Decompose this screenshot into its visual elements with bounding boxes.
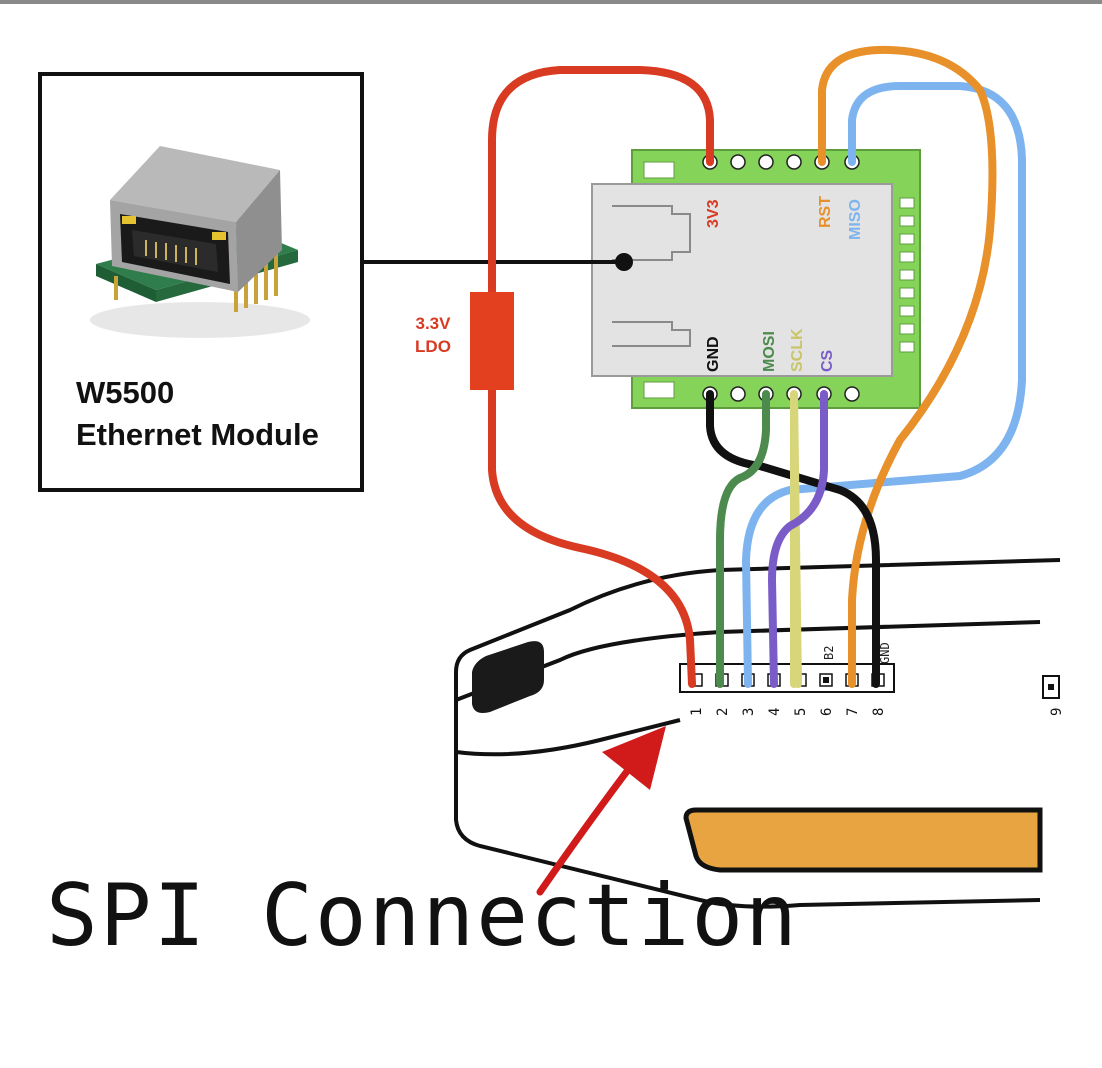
wire-rst xyxy=(818,45,997,688)
ldo-label: 3.3V LDO xyxy=(398,312,468,358)
header-pin-numbers: 1 2 3 4 5 6 7 8 9 xyxy=(689,708,1065,716)
pcb-breakout: 3V3 RST MISO GND MOSI SCLK CS xyxy=(591,149,921,409)
pin-number: 5 xyxy=(793,708,809,716)
arrow-icon xyxy=(536,726,666,896)
header-label-b2: B2 xyxy=(822,646,836,660)
pin-label-cs: CS xyxy=(819,349,836,372)
wire-miso xyxy=(741,82,1026,688)
pin-number: 1 xyxy=(689,708,705,716)
flipper-device-outline xyxy=(454,558,1061,909)
pin-number: 9 xyxy=(1049,708,1065,716)
ldo-regulator xyxy=(470,292,514,390)
ethernet-module-photo xyxy=(90,146,310,338)
module-description: Ethernet Module xyxy=(76,417,319,452)
pin-label-rst: RST xyxy=(817,196,834,228)
ldo-voltage: 3.3V xyxy=(415,314,451,333)
pin-label-gnd: GND xyxy=(705,336,722,372)
wire-mosi xyxy=(716,390,770,688)
wire-gnd xyxy=(706,390,880,688)
module-name: W5500 xyxy=(76,375,175,410)
pin-label-sclk: SCLK xyxy=(789,328,806,372)
pin-label-mosi: MOSI xyxy=(761,331,778,372)
pin-number: 6 xyxy=(819,708,835,716)
diagram-caption: SPI Connection xyxy=(46,866,799,966)
pin-number: 8 xyxy=(871,708,887,716)
wire-3v3 xyxy=(488,66,714,688)
ldo-type: LDO xyxy=(415,337,451,356)
module-title: W5500 Ethernet Module xyxy=(76,372,356,456)
pin-number: 2 xyxy=(715,708,731,716)
pin-number: 4 xyxy=(767,708,783,716)
pin-label-3v3: 3V3 xyxy=(705,199,722,228)
pin-label-miso: MISO xyxy=(847,199,864,240)
pin-number: 3 xyxy=(741,708,757,716)
wire-cs xyxy=(767,390,828,688)
pin-number: 7 xyxy=(845,708,861,716)
header-label-gnd: GND xyxy=(878,642,892,664)
top-border xyxy=(0,0,1102,4)
callout-dot xyxy=(615,253,633,271)
wire-sclk xyxy=(790,390,802,688)
